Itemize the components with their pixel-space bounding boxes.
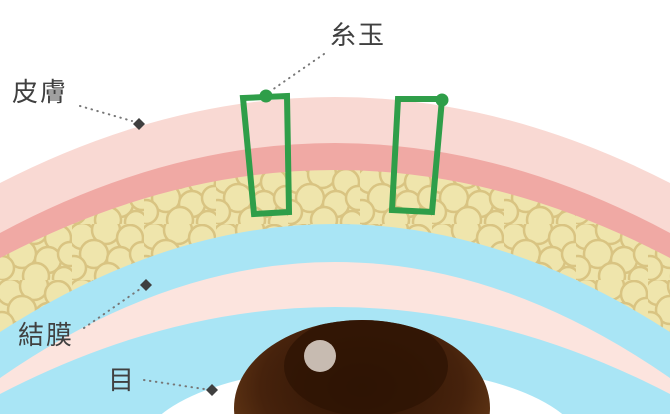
conjunctiva-leader-line: [83, 288, 141, 329]
skin-marker-diamond: [133, 118, 145, 130]
iris-highlight: [304, 340, 336, 372]
knot-label: 糸玉: [330, 20, 386, 50]
suture-knot-left: [259, 89, 273, 103]
conjunctiva-marker-diamond: [140, 279, 152, 291]
suture-knot-right: [435, 93, 449, 107]
eye-leader-line: [143, 379, 205, 390]
suture-loop-right: [388, 96, 446, 216]
skin-label: 皮膚: [12, 77, 68, 107]
eye-label: 目: [108, 365, 136, 395]
conjunctiva-label: 結膜: [18, 320, 74, 350]
eye-marker-diamond: [206, 384, 218, 396]
